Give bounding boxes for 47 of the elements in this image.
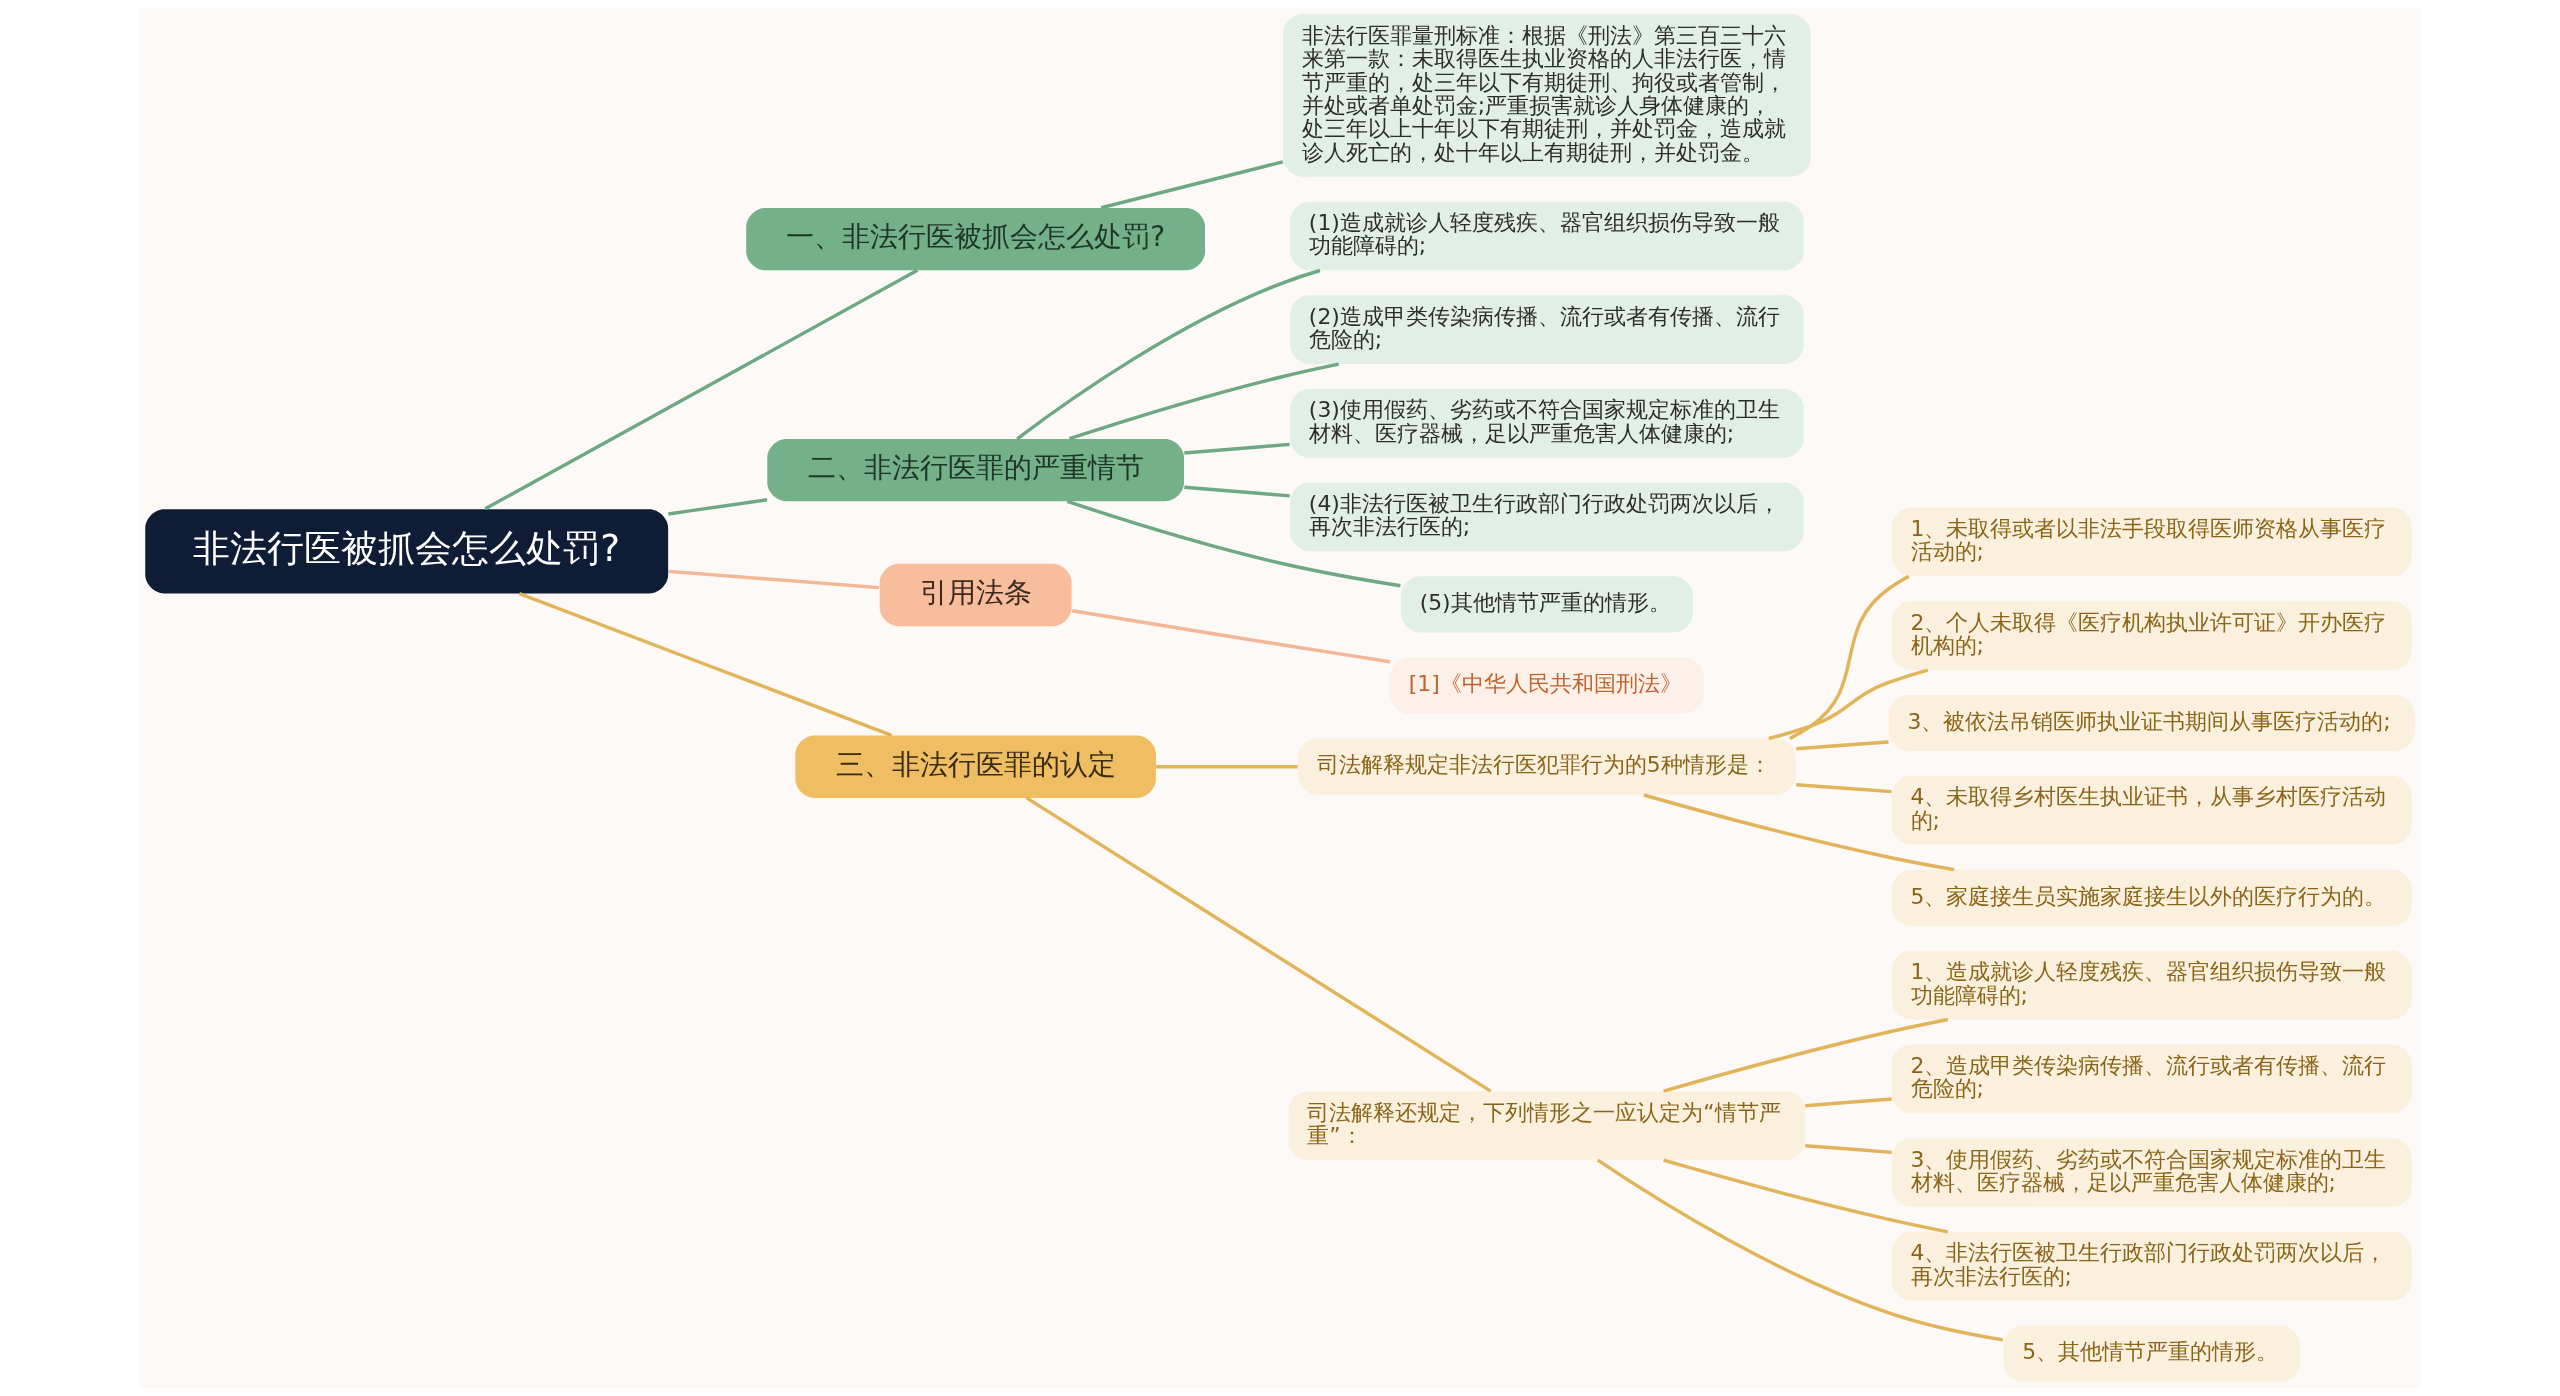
connector [1596, 1158, 2004, 1342]
connector [1068, 362, 1340, 441]
node-box: 5、其他情节严重的情形。 [2003, 1325, 2301, 1382]
connector [1643, 793, 1955, 872]
node-box: 2、个人未取得《医疗机构执业许可证》开办医疗机构的; [1891, 601, 2412, 670]
connector [1768, 668, 1929, 741]
connector [1066, 499, 1401, 588]
connector [484, 268, 919, 511]
connector [1789, 574, 1910, 741]
connector [1796, 740, 1889, 751]
connector [1071, 609, 1391, 664]
node-box: 三、非法行医罪的认定 [795, 735, 1156, 798]
node-box: 一、非法行医被抓会怎么处罚? [746, 207, 1206, 271]
connector [1025, 796, 1492, 1093]
node-box: 非法行医被抓会怎么处罚? [145, 509, 669, 594]
node-box: (5)其他情节严重的情形。 [1400, 576, 1693, 633]
node-box: 3、使用假药、劣药或不符合国家规定标准的卫生材料、医疗器械，足以严重危害人体健康的; [1891, 1138, 2412, 1207]
node-box: 非法行医罪量刑标准：根据《刑法》第三百三十六来第一款：未取得医生执业资格的人非法行医，情节严重的，处三年以下有期徒刑、拘役或者管制，并处或者单处罚金;严重损害就诊人身体健康的，处三年以上十年以下有期徒刑，并处罚金，造成就诊人死亡的，处十年以上有期徒刑，并处罚金。 [1283, 14, 1811, 177]
node-box: 2、造成甲类传染病传播、流行或者有传播、流行危险的; [1891, 1044, 2412, 1114]
node-box: (1)造成就诊人轻度残疾、器官组织损伤导致一般功能障碍的; [1290, 201, 1804, 271]
node-box: (3)使用假药、劣药或不符合国家规定标准的卫生材料、医疗器械，足以严重危害人体健康的; [1290, 388, 1804, 458]
node-box: 1、造成就诊人轻度残疾、器官组织损伤导致一般功能障碍的; [1891, 950, 2412, 1020]
node-box: (2)造成甲类传染病传播、流行或者有传播、流行危险的; [1290, 295, 1804, 364]
connector [1184, 485, 1290, 498]
node-box: (4)非法行医被卫生行政部门行政处罚两次以后，再次非法行医的; [1290, 482, 1804, 552]
node-box: [1]《中华人民共和国刑法》 [1390, 657, 1704, 714]
node-box: 二、非法行医罪的严重情节 [767, 438, 1184, 502]
connector [1100, 160, 1284, 210]
connector [1805, 1097, 1892, 1108]
connector [518, 591, 893, 737]
node-box: 司法解释还规定，下列情形之一应认定为“情节严重”： [1288, 1091, 1806, 1160]
node-box: 4、非法行医被卫生行政部门行政处罚两次以后，再次非法行医的; [1891, 1231, 2412, 1301]
node-box: 3、被依法吊销医师执业证书期间从事医疗活动的; [1888, 694, 2415, 752]
connector [1663, 1158, 1949, 1234]
node-box: 引用法条 [879, 563, 1072, 627]
connector [668, 569, 880, 590]
connector [668, 498, 768, 516]
connector [1805, 1143, 1892, 1155]
node-box: 5、家庭接生员实施家庭接生以外的医疗行为的。 [1891, 869, 2412, 926]
node-box: 司法解释规定非法行医犯罪行为的5种情形是： [1297, 738, 1796, 795]
node-box: 1、未取得或者以非法手段取得医师资格从事医疗活动的; [1891, 507, 2412, 577]
connector [1156, 764, 1298, 769]
connector [1184, 442, 1290, 455]
node-box: 4、未取得乡村医生执业证书，从事乡村医疗活动的; [1891, 776, 2412, 845]
connector [1663, 1017, 1949, 1093]
connector [1796, 782, 1892, 794]
connector [1016, 268, 1321, 441]
